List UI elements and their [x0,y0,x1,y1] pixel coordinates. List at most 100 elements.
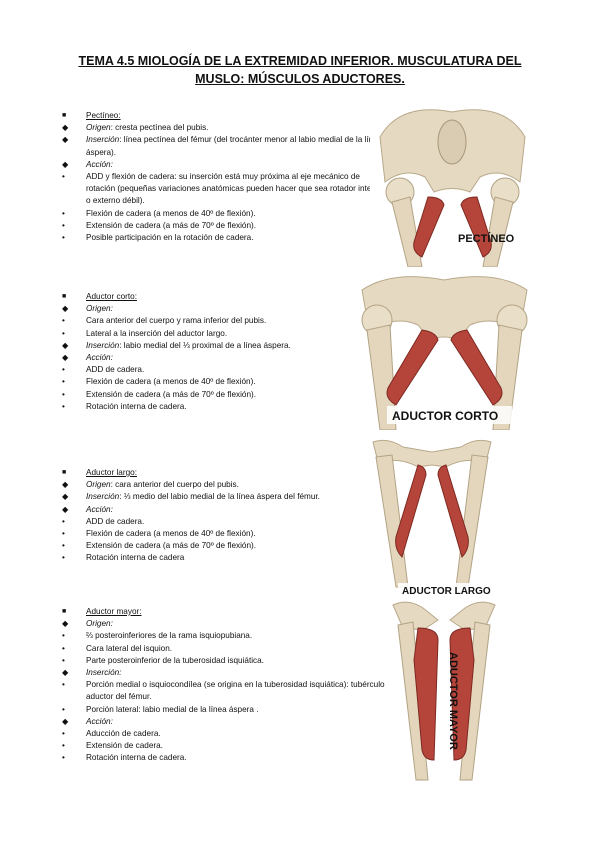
dot-bullet-icon: • [62,516,65,526]
section-aductor-largo: ■Aductor largo:◆Origen: cara anterior de… [58,467,388,565]
diamond-bullet-icon: ◆ [62,123,69,133]
pectineo-line: ◆Acción: [58,159,388,171]
diamond-bullet-icon: ◆ [62,480,69,490]
aductor-mayor-line: ◆ Origen: [58,618,388,630]
aductor-mayor-illustration: ADUCTOR MAYOR [388,600,500,786]
square-bullet-icon: ■ [62,469,67,476]
diamond-bullet-icon: ◆ [62,716,69,726]
square-bullet-icon: ■ [62,608,67,615]
aductor-mayor-caption: ADUCTOR MAYOR [447,652,459,750]
aductor-mayor-line: ◆ Acción: [58,716,388,728]
field-text: Rotación interna de cadera [86,553,185,563]
aductor-mayor-line: •Extensión de cadera. [58,740,388,752]
dot-bullet-icon: • [62,655,65,665]
diamond-bullet-icon: ◆ [62,668,69,678]
aductor-mayor-line: • Rotación interna de cadera. [58,752,388,764]
field-text: : cara anterior del cuerpo del pubis. [110,480,239,490]
field-label: Inserción [86,340,120,350]
field-text: Flexión de cadera (a menos de 40º de fle… [86,208,256,218]
aductor-largo-illustration: ADUCTOR LARGO [368,437,496,599]
aductor-mayor-line: •Cara lateral del isquion. [58,643,388,655]
dot-bullet-icon: • [62,631,65,641]
dot-bullet-icon: • [62,401,65,411]
field-text: Rotación interna de cadera. [86,753,187,763]
aductor-corto-line: • Flexión de cadera (a menos de 40º de fl… [58,376,388,388]
field-label: Inserción: [86,668,122,678]
field-text: Aducción de cadera. [86,729,161,739]
aductor-mayor-line: • Aducción de cadera. [58,728,388,740]
pectineo-line: • ADD y flexión de cadera: su inserción e… [58,171,388,208]
diamond-bullet-icon: ◆ [62,353,69,363]
dot-bullet-icon: • [62,208,65,218]
aductor-largo-line: • Flexión de cadera (a menos de 40º de fl… [58,528,388,540]
page-title-line-2: MUSLO: MÚSCULOS ADUCTORES. [195,72,405,86]
dot-bullet-icon: • [62,553,65,563]
dot-bullet-icon: • [62,541,65,551]
diamond-bullet-icon: ◆ [62,492,69,502]
square-bullet-icon: ■ [62,112,67,119]
field-text: Rotación interna de cadera. [86,401,187,411]
diamond-bullet-icon: ◆ [62,619,69,629]
field-text: Porción medial o isquiocondílea (se orig… [86,680,385,702]
aductor-largo-line: ◆Inserción: ⅓ medio del labio medial de … [58,491,388,503]
pectineo-line: ◆Origen: cresta pectínea del pubis. [58,122,388,134]
field-label: Inserción [86,135,120,145]
dot-bullet-icon: • [62,529,65,539]
field-label: Inserción [86,492,120,502]
aductor-mayor-line: ◆ Inserción: [58,667,388,679]
square-bullet-icon: ■ [62,293,67,300]
section-heading: Pectíneo: [86,111,121,120]
diamond-bullet-icon: ◆ [62,340,69,350]
dot-bullet-icon: • [62,172,65,182]
field-text: Cara anterior del cuerpo y rama inferior… [86,316,267,326]
field-text: ADD de cadera. [86,365,145,375]
aductor-corto-line: • Rotación interna de cadera. [58,401,388,413]
dot-bullet-icon: • [62,377,65,387]
field-text: ADD de cadera. [86,516,145,526]
field-text: : cresta pectínea del pubis. [110,123,209,133]
field-text: Flexión de cadera (a menos de 40º de fle… [86,377,256,387]
page-title-line-1: TEMA 4.5 MIOLOGÍA DE LA EXTREMIDAD INFER… [78,54,522,68]
dot-bullet-icon: • [62,753,65,763]
aductor-largo-caption: ADUCTOR LARGO [402,586,491,597]
field-text: Extensión de cadera (a más de 70º de fle… [86,541,257,551]
pectineo-line: • Flexión de cadera (a menos de 40º de fl… [58,208,388,220]
field-text: Parte posteroinferior de la tuberosidad … [86,655,264,665]
field-text: ADD y flexión de cadera: su inserción es… [86,172,384,206]
field-label: Acción: [86,716,113,726]
dot-bullet-icon: • [62,643,65,653]
diamond-bullet-icon: ◆ [62,304,69,314]
field-label: Origen: [86,619,113,629]
dot-bullet-icon: • [62,704,65,714]
aductor-mayor-line: ■Aductor mayor: [58,606,388,618]
pectineo-caption: PECTÍNEO [458,232,515,245]
aductor-largo-line: ◆ Origen: cara anterior del cuerpo del pu… [58,479,388,491]
dot-bullet-icon: • [62,389,65,399]
aductor-largo-line: ◆Acción: [58,504,388,516]
aductor-corto-line: ■Aductor corto: [58,291,388,303]
dot-bullet-icon: • [62,680,65,690]
dot-bullet-icon: • [62,316,65,326]
field-label: Acción: [86,353,113,363]
dot-bullet-icon: • [62,365,65,375]
aductor-corto-line: ◆ Origen: [58,303,388,315]
aductor-largo-line: • Rotación interna de cadera [58,552,388,564]
aductor-corto-line: •Extensión de cadera (a más de 70º de fl… [58,389,388,401]
field-text: Extensión de cadera (a más de 70º de fle… [86,220,257,230]
field-label: Origen [86,480,111,490]
pectineo-line: ◆Inserción: línea pectínea del fémur (de… [58,134,388,158]
dot-bullet-icon: • [62,729,65,739]
field-label: Origen: [86,304,113,314]
diamond-bullet-icon: ◆ [62,159,69,169]
field-text: Flexión de cadera (a menos de 40º de fle… [86,529,256,539]
aductor-corto-line: • ADD de cadera. [58,364,388,376]
aductor-largo-line: • ADD de cadera. [58,516,388,528]
aductor-corto-line: ◆ Acción: [58,352,388,364]
diamond-bullet-icon: ◆ [62,135,69,145]
dot-bullet-icon: • [62,328,65,338]
pectineo-illustration: PECTÍNEO [370,97,535,267]
field-label: Acción: [86,504,113,514]
dot-bullet-icon: • [62,220,65,230]
aductor-corto-illustration: ADUCTOR CORTO [352,270,537,430]
field-text: : labio medial del ⅓ proximal de a línea… [119,340,291,350]
